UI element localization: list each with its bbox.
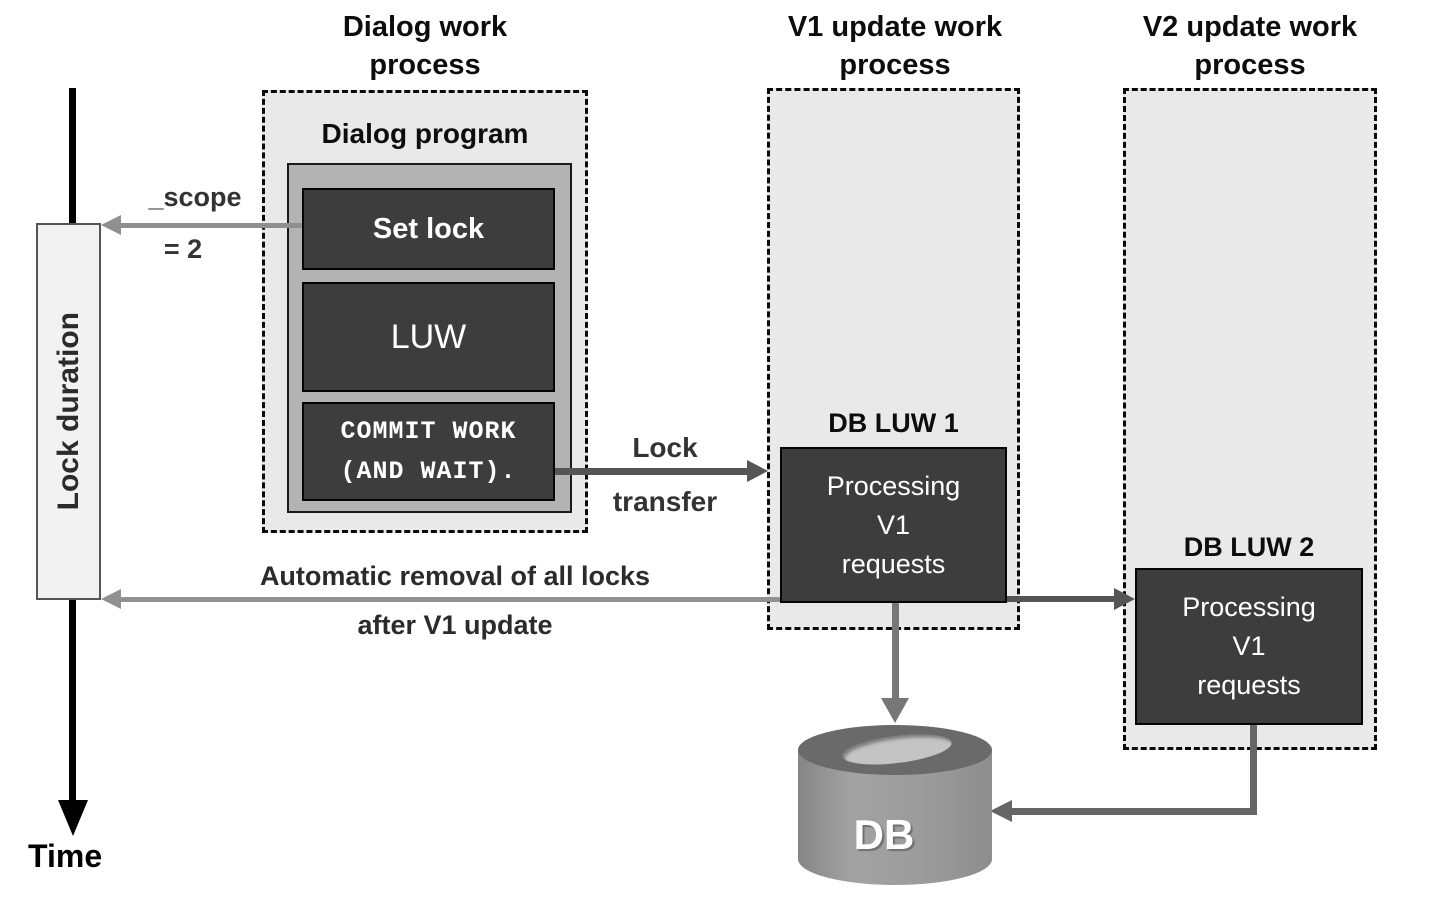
luw2-to-db-arrow-vertical — [1250, 725, 1257, 815]
luw1-to-luw2-arrow-line — [1007, 596, 1117, 602]
time-axis-line-bottom — [69, 600, 76, 800]
lock-duration-label: Lock duration — [51, 312, 85, 511]
db-luw1-text-line1: Processing — [826, 470, 961, 501]
db-luw1-label: DB LUW 1 — [828, 408, 959, 438]
database-cylinder-icon: DB — [798, 725, 992, 887]
time-axis-line-top — [69, 88, 76, 225]
time-arrowhead-icon — [58, 800, 88, 836]
auto-removal-label-line2: after V1 update — [357, 610, 553, 640]
lock-duration-bar: Lock duration — [36, 223, 101, 600]
luw1-to-luw2-arrowhead-icon — [1114, 588, 1135, 610]
v1-update-work-process-title: V1 update work process — [787, 11, 1003, 81]
scope-arrow-line — [120, 223, 302, 228]
db-luw2-label: DB LUW 2 — [1183, 532, 1315, 562]
dialog-work-process-title: Dialog work process — [342, 11, 508, 81]
luw2-to-db-arrow-horizontal — [1011, 808, 1257, 815]
scope-label-line1: _scope — [148, 182, 242, 212]
scope-label-line2: = 2 — [163, 234, 203, 264]
luw-step: LUW — [302, 282, 555, 392]
auto-removal-arrowhead-icon — [101, 589, 121, 609]
v2-update-work-process-title: V2 update work process — [1142, 11, 1358, 81]
auto-removal-arrow-line — [120, 597, 780, 602]
db-luw2-text-line2: V1 — [1232, 631, 1266, 661]
scope-arrowhead-icon — [101, 215, 121, 235]
set-lock-label: Set lock — [372, 212, 485, 245]
commit-work-line1: COMMIT WORK — [340, 416, 517, 446]
auto-removal-label-line1: Automatic removal of all locks — [259, 561, 651, 591]
db-luw2-text-line3: requests — [1197, 670, 1301, 700]
db-luw1-text-line2: V1 — [876, 509, 911, 540]
commit-work-line2: (AND WAIT). — [340, 456, 517, 486]
db-luw2-box: Processing V1 requests — [1135, 568, 1363, 725]
time-label: Time — [28, 838, 103, 874]
lock-transfer-label-line2: transfer — [612, 486, 718, 517]
commit-work-step: COMMIT WORK (AND WAIT). — [302, 402, 555, 501]
dialog-program-title: Dialog program — [321, 118, 529, 149]
luw1-to-db-arrow-line — [892, 603, 899, 699]
lock-transfer-arrow-line — [555, 468, 748, 475]
set-lock-step: Set lock — [302, 188, 555, 270]
db-luw1-box: Processing V1 requests — [780, 447, 1007, 603]
lock-transfer-label-line1: Lock — [632, 432, 698, 463]
luw-label: LUW — [390, 317, 467, 356]
database-label: DB — [853, 811, 915, 858]
luw2-to-db-arrowhead-icon — [990, 800, 1012, 822]
db-luw1-text-line3: requests — [841, 548, 946, 579]
luw1-to-db-arrowhead-icon — [881, 698, 909, 723]
db-luw2-text-line1: Processing — [1182, 592, 1316, 622]
lock-transfer-arrowhead-icon — [747, 460, 768, 482]
